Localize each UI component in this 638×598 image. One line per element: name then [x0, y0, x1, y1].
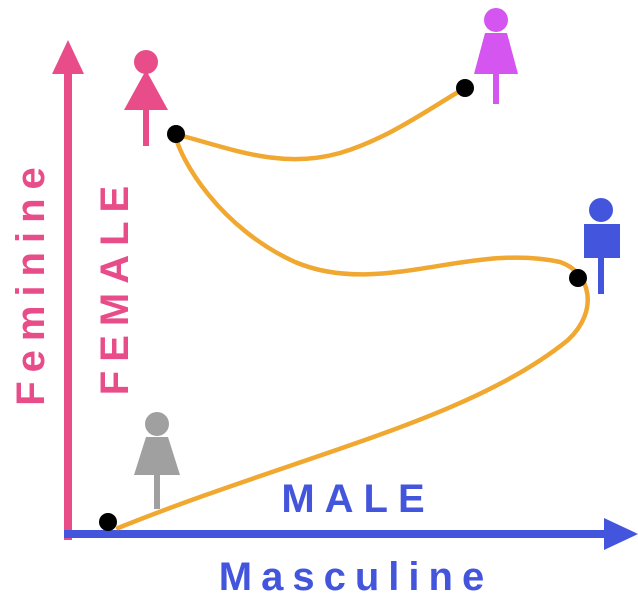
trajectory-curve — [115, 85, 590, 531]
masculine-axis-arrowhead — [604, 518, 638, 550]
feminine-axis — [52, 40, 84, 540]
feminine-axis-line — [64, 70, 72, 540]
female-symbol-icon — [124, 50, 168, 146]
female-symbol-icon — [474, 8, 518, 104]
trajectory-dot-feminine-end — [456, 79, 474, 97]
male-zone-label: MALE — [281, 477, 434, 521]
masculine-axis-label: Masculine — [219, 555, 493, 598]
trajectory-dot-male — [569, 269, 587, 287]
masculine-axis — [64, 518, 638, 550]
masculine-axis-line — [64, 530, 614, 538]
feminine-axis-arrowhead — [52, 40, 84, 74]
trajectory-dot-start — [99, 513, 117, 531]
feminine-axis-label: Feminine — [9, 158, 53, 406]
trajectory-dot-female — [167, 125, 185, 143]
female-zone-label: FEMALE — [93, 177, 137, 395]
male-symbol-icon — [584, 198, 620, 294]
female-symbol-icon — [134, 412, 180, 509]
